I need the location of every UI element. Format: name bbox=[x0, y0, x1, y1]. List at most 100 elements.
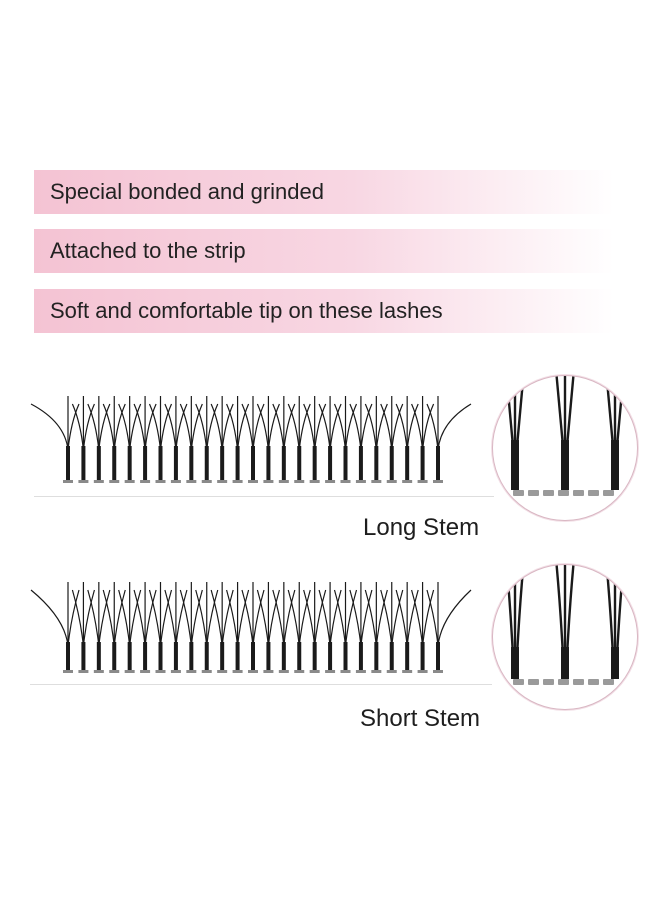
lash-base-dash bbox=[417, 670, 428, 673]
zoom-base-block bbox=[543, 490, 554, 496]
lash-base-dash bbox=[93, 670, 104, 673]
lash-base-dash bbox=[309, 480, 320, 483]
lash-cluster bbox=[118, 396, 142, 480]
lash-cluster bbox=[380, 582, 404, 670]
lash-cluster bbox=[411, 582, 435, 670]
long-stem-lash-strip bbox=[30, 396, 472, 483]
feature-banner-bonded: Special bonded and grinded bbox=[34, 170, 614, 214]
lash-base-dash bbox=[371, 670, 382, 673]
zoom-base-block bbox=[528, 679, 539, 685]
zoom-base-block bbox=[528, 490, 539, 496]
lash-base-dash bbox=[248, 480, 258, 483]
lash-base-dash bbox=[217, 480, 228, 483]
lash-cluster bbox=[226, 582, 250, 670]
zoom-base-block bbox=[573, 679, 584, 685]
lash-cluster bbox=[30, 396, 80, 480]
lash-base-dash bbox=[386, 480, 397, 483]
lash-base-dash bbox=[248, 670, 258, 673]
long-stem-zoom-circle bbox=[493, 376, 637, 520]
lash-base-dash bbox=[402, 480, 413, 483]
lash-cluster bbox=[411, 396, 435, 480]
lash-base-dash bbox=[186, 670, 197, 673]
lash-base-dash bbox=[325, 670, 336, 673]
lash-cluster bbox=[303, 396, 327, 480]
zoom-base-block bbox=[603, 679, 614, 685]
feature-text: Attached to the strip bbox=[50, 238, 246, 263]
lash-base-dash bbox=[263, 480, 274, 483]
lash-cluster bbox=[333, 582, 358, 670]
lash-cluster bbox=[179, 582, 203, 670]
lash-base-dash bbox=[124, 670, 135, 673]
long-stem-shelf-line bbox=[34, 496, 494, 497]
lash-cluster bbox=[118, 582, 142, 670]
lash-cluster bbox=[179, 396, 203, 480]
zoom-base-block bbox=[573, 490, 584, 496]
lash-cluster bbox=[256, 396, 280, 480]
lash-cluster bbox=[71, 396, 95, 480]
lash-base-dash bbox=[170, 670, 181, 673]
lash-cluster bbox=[30, 582, 80, 670]
zoom-base-block bbox=[513, 490, 524, 496]
feature-banner-tip: Soft and comfortable tip on these lashes bbox=[34, 289, 614, 333]
lash-base-dash bbox=[186, 480, 197, 483]
lash-cluster bbox=[164, 396, 188, 480]
lash-cluster bbox=[133, 582, 157, 670]
lash-cluster bbox=[380, 396, 404, 480]
lash-base-dash bbox=[386, 670, 397, 673]
lash-cluster bbox=[349, 582, 373, 670]
lash-cluster bbox=[364, 582, 388, 670]
lash-cluster bbox=[272, 396, 296, 480]
lash-base-dash bbox=[232, 480, 243, 483]
lash-cluster bbox=[87, 396, 111, 480]
lash-cluster bbox=[210, 396, 234, 480]
zoom-lash-cluster bbox=[605, 376, 625, 490]
lash-cluster bbox=[210, 582, 234, 670]
lash-base-dash bbox=[433, 670, 443, 673]
lash-base-dash bbox=[78, 670, 89, 673]
zoom-lash-cluster bbox=[505, 376, 525, 490]
feature-text: Soft and comfortable tip on these lashes bbox=[50, 298, 443, 323]
lash-base-dash bbox=[217, 670, 228, 673]
lash-cluster bbox=[303, 582, 327, 670]
lash-base-dash bbox=[309, 670, 320, 673]
lash-cluster bbox=[395, 396, 419, 480]
lash-cluster bbox=[148, 396, 173, 480]
lash-base-dash bbox=[109, 480, 120, 483]
lash-base-dash bbox=[63, 670, 73, 673]
lash-base-dash bbox=[278, 480, 289, 483]
lash-cluster bbox=[426, 582, 472, 670]
lash-cluster bbox=[287, 396, 311, 480]
zoom-lash-cluster bbox=[555, 565, 575, 679]
lash-base-dash bbox=[124, 480, 135, 483]
zoom-base-block bbox=[603, 490, 614, 496]
lash-base-dash bbox=[155, 480, 166, 483]
lash-base-dash bbox=[325, 480, 336, 483]
lash-base-dash bbox=[201, 480, 212, 483]
zoom-lash-cluster bbox=[505, 565, 525, 679]
lash-base-dash bbox=[433, 480, 443, 483]
lash-base-dash bbox=[140, 480, 151, 483]
lash-cluster bbox=[148, 582, 173, 670]
feature-text: Special bonded and grinded bbox=[50, 179, 325, 204]
lash-base-dash bbox=[78, 480, 89, 483]
lash-base-dash bbox=[371, 480, 382, 483]
lash-base-dash bbox=[93, 480, 104, 483]
lash-base-dash bbox=[201, 670, 212, 673]
lash-cluster bbox=[318, 582, 342, 670]
lash-cluster bbox=[164, 582, 188, 670]
zoom-base-block bbox=[558, 679, 569, 685]
lash-base-dash bbox=[340, 480, 351, 483]
lash-base-dash bbox=[355, 670, 366, 673]
lash-base-dash bbox=[140, 670, 151, 673]
lash-base-dash bbox=[402, 670, 413, 673]
zoom-base-block bbox=[543, 679, 554, 685]
lash-base-dash bbox=[355, 480, 366, 483]
zoom-base-block bbox=[558, 490, 569, 496]
zoom-base-block bbox=[588, 490, 599, 496]
lash-base-dash bbox=[417, 480, 428, 483]
short-stem-lash-strip bbox=[30, 582, 472, 673]
lash-cluster bbox=[318, 396, 342, 480]
short-stem-zoom-circle bbox=[493, 565, 637, 709]
zoom-lash-cluster bbox=[605, 565, 625, 679]
lash-cluster bbox=[241, 396, 265, 480]
